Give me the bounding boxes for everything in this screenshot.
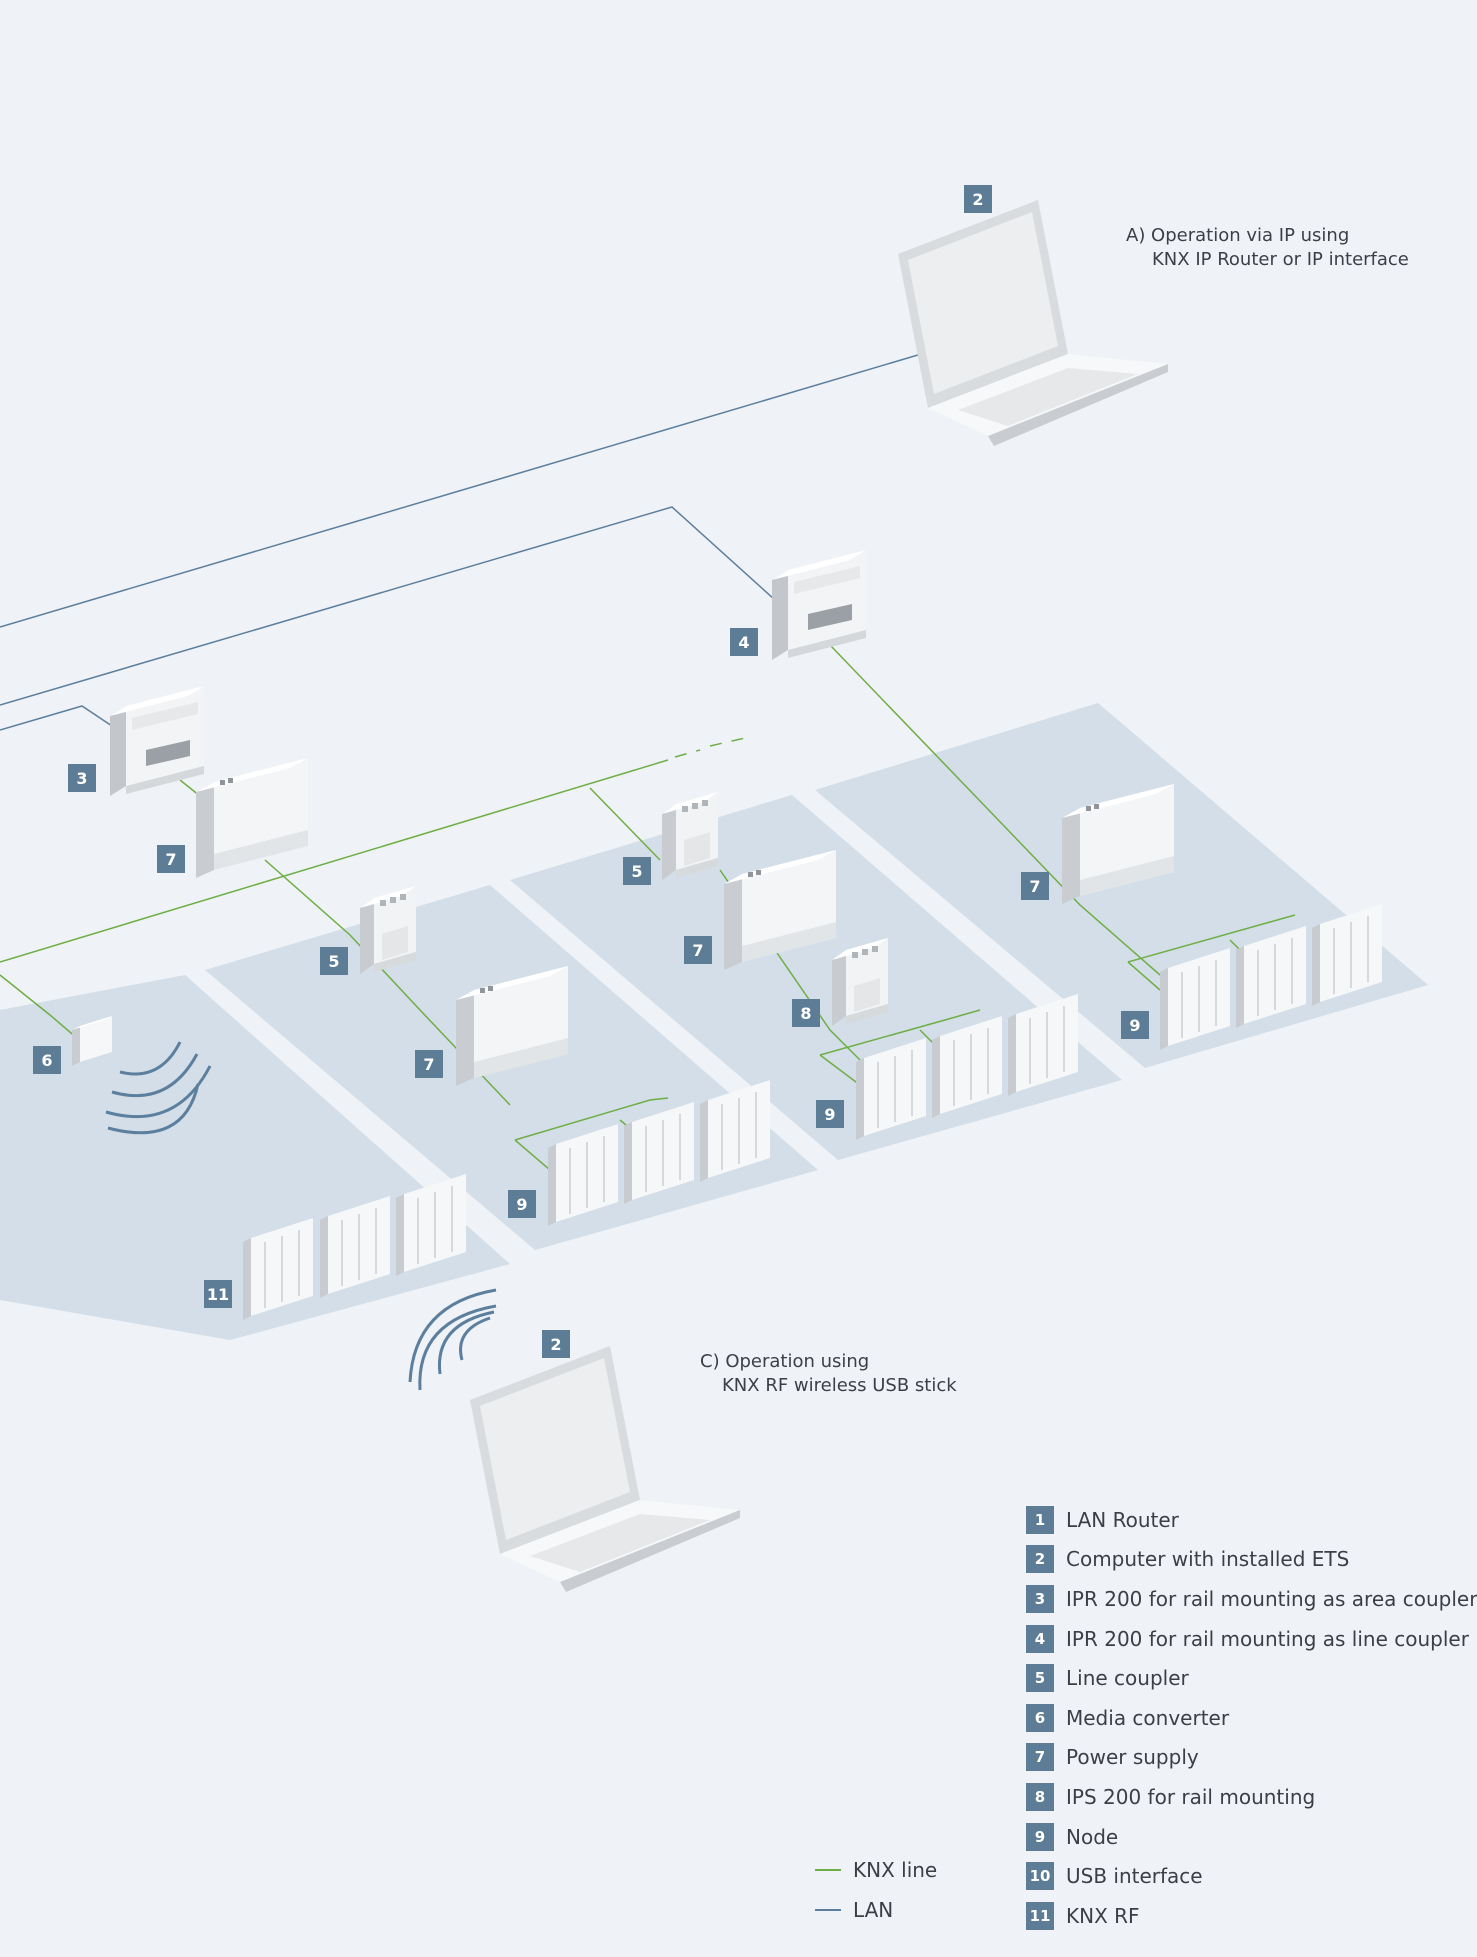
lan-lines <box>0 351 929 731</box>
legend-item: 7 Power supply <box>1026 1738 1477 1778</box>
legend-number: 4 <box>1026 1624 1054 1653</box>
badge-computer: 2 <box>964 185 992 213</box>
legend-number: 6 <box>1026 1703 1054 1732</box>
badge-knx-rf: 11 <box>204 1280 232 1308</box>
legend-item: 6 Media converter <box>1026 1698 1477 1738</box>
callout-operation-via-ip: A) Operation via IP using KNX IP Router … <box>1126 224 1409 272</box>
callout-line: A) Operation via IP using <box>1126 225 1350 246</box>
legend-item: 3 IPR 200 for rail mounting as area coupl… <box>1026 1579 1477 1619</box>
legend-label: Node <box>1066 1824 1119 1849</box>
legend-item: 10 USB interface <box>1026 1856 1477 1896</box>
callout-operation-rf: C) Operation using KNX RF wireless USB s… <box>700 1350 957 1398</box>
badge-power-supply: 7 <box>1021 872 1049 900</box>
legend-number: 11 <box>1026 1901 1054 1930</box>
legend-label: Computer with installed ETS <box>1066 1547 1350 1572</box>
din-rail-device-icon <box>772 550 866 660</box>
callout-line: C) Operation using <box>700 1351 870 1372</box>
legend-item: 5 Line coupler <box>1026 1658 1477 1698</box>
legend-label: LAN <box>853 1898 894 1922</box>
legend-label: LAN Router <box>1066 1507 1179 1532</box>
lan-swatch <box>815 1909 841 1911</box>
component-legend: 1 LAN Router 2 Computer with installed ETS… <box>1026 1500 1477 1936</box>
legend-number: 7 <box>1026 1743 1054 1772</box>
badge-line-coupler: 5 <box>623 857 651 885</box>
din-rail-device-icon <box>360 886 416 974</box>
knx-line-swatch <box>815 1869 841 1871</box>
legend-label: IPR 200 for rail mounting as area couple… <box>1066 1586 1477 1611</box>
legend-label: KNX RF <box>1066 1903 1140 1928</box>
power-supply-icon <box>196 758 308 878</box>
badge-node: 9 <box>816 1100 844 1128</box>
din-rail-device-icon <box>110 686 204 796</box>
legend-number: 8 <box>1026 1782 1054 1811</box>
badge-power-supply: 7 <box>684 936 712 964</box>
badge-node: 9 <box>1121 1011 1149 1039</box>
media-converter-icon <box>72 1016 112 1066</box>
legend-label: KNX line <box>853 1858 938 1882</box>
badge-power-supply: 7 <box>415 1050 443 1078</box>
legend-label: IPS 200 for rail mounting <box>1066 1784 1316 1809</box>
legend-label: Line coupler <box>1066 1666 1189 1691</box>
legend-label: Power supply <box>1066 1745 1199 1770</box>
legend-label: IPR 200 for rail mounting as line couple… <box>1066 1626 1469 1651</box>
wireless-signal-icon <box>408 1288 497 1391</box>
badge-computer: 2 <box>542 1330 570 1358</box>
legend-item: 2 Computer with installed ETS <box>1026 1540 1477 1580</box>
badge-line-coupler: 5 <box>320 947 348 975</box>
legend-item: 11 KNX RF <box>1026 1896 1477 1936</box>
legend-number: 9 <box>1026 1822 1054 1851</box>
legend-number: 10 <box>1026 1862 1054 1891</box>
callout-line: KNX IP Router or IP interface <box>1152 249 1409 270</box>
legend-item: 4 IPR 200 for rail mounting as line coupl… <box>1026 1619 1477 1659</box>
badge-line-coupler-ipr: 4 <box>730 628 758 656</box>
badge-power-supply: 7 <box>157 845 185 873</box>
badge-node: 9 <box>508 1190 536 1218</box>
legend-number: 1 <box>1026 1505 1054 1534</box>
legend-item: 9 Node <box>1026 1817 1477 1857</box>
wireless-signal-icon <box>105 1041 212 1135</box>
badge-ips: 8 <box>792 999 820 1027</box>
legend-number: 3 <box>1026 1584 1054 1613</box>
legend-knx-line: KNX line <box>815 1850 937 1890</box>
legend-item: 1 LAN Router <box>1026 1500 1477 1540</box>
legend-label: Media converter <box>1066 1705 1230 1730</box>
din-rail-device-icon <box>662 792 718 880</box>
legend-label: USB interface <box>1066 1864 1203 1889</box>
callout-line: KNX RF wireless USB stick <box>722 1375 957 1396</box>
badge-area-coupler-ipr: 3 <box>68 764 96 792</box>
legend-item: 8 IPS 200 for rail mounting <box>1026 1777 1477 1817</box>
legend-number: 5 <box>1026 1664 1054 1693</box>
line-legend: KNX line LAN <box>815 1850 937 1930</box>
legend-number: 2 <box>1026 1545 1054 1574</box>
badge-media-converter: 6 <box>33 1046 61 1074</box>
legend-lan: LAN <box>815 1890 937 1930</box>
